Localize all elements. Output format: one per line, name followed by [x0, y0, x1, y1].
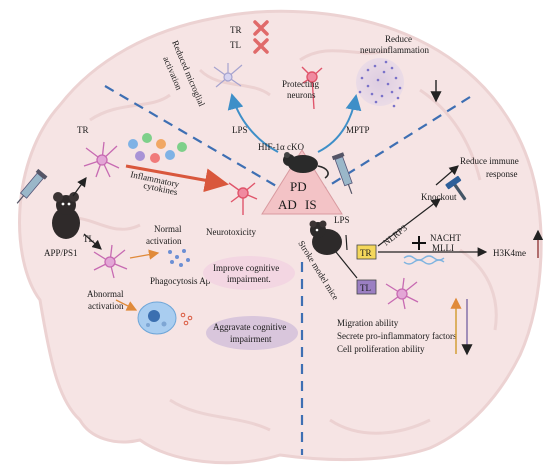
neuron-icon: [301, 66, 323, 110]
protecting-neurons-label-1: Protecting: [282, 79, 319, 89]
nacht-label: NACHT: [430, 233, 462, 243]
pd-tr-label: TR: [230, 25, 242, 35]
triangle-label-is: IS: [305, 197, 317, 212]
outcome-secrete-label: Secrete pro-inflammatory factors: [337, 331, 457, 341]
improve-ellipse: [203, 256, 295, 290]
normal-activation-label-2: activation: [146, 236, 182, 246]
abnormal-activation-arrow: [115, 299, 138, 311]
lps-arrow: [227, 93, 279, 153]
pd-tl-label: TL: [230, 40, 241, 50]
is-lps-label: LPS: [334, 215, 350, 225]
reduce-immune-label-1: Reduce immune: [460, 156, 519, 166]
phagocytosis-label: Phagocytosis Aβ: [150, 276, 211, 286]
abnormal-activation-label-2: activation: [88, 301, 124, 311]
ad-tr-arrow: [72, 177, 87, 197]
is-tl-arrow: [335, 251, 358, 279]
pd-mptp-label: MPTP: [346, 125, 370, 135]
is-tr-arrow: [345, 234, 348, 251]
protecting-neurons-label-2: neurons: [287, 90, 316, 100]
triangle-label-pd: PD: [290, 179, 307, 194]
microglia-icon: [385, 277, 419, 310]
pd-lps-label: LPS: [232, 125, 248, 135]
microglia-icon: [83, 141, 120, 178]
amyloid-particles-icon: [168, 249, 190, 267]
activated-microglia-icon: [137, 301, 177, 335]
ad-tr-label: TR: [77, 125, 89, 135]
normal-activation-arrow: [129, 249, 160, 260]
ad-tl-arrow: [83, 233, 102, 250]
brain-silhouette: [18, 9, 543, 465]
app-ps1-mouse-icon: [52, 192, 80, 239]
pd-model-label: HIF-1α cKO: [258, 142, 304, 152]
improve-label-1: Improve cognitive: [213, 263, 279, 273]
plus-icon: [412, 236, 426, 250]
mlli-label: MLLI: [432, 243, 454, 253]
h3k4me-label: H3K4me: [493, 248, 526, 258]
disease-triangle: PD AD IS: [261, 149, 343, 215]
reduce-neuroinflammation-label-1: Reduce: [385, 34, 412, 44]
improve-label-2: impairment.: [227, 274, 271, 284]
cross-mark-icon: [253, 38, 269, 54]
normal-activation-label-1: Normal: [154, 224, 182, 234]
neurotoxicity-label: Neurotoxicity: [206, 227, 256, 237]
stroke-mouse-icon: [309, 220, 342, 255]
cytokine-cloud-icon: [356, 58, 404, 108]
mouse-icon: [283, 152, 329, 179]
reduce-immune-label-2: response: [486, 169, 518, 179]
knockout-label: Knockout: [421, 192, 457, 202]
ad-section: TR Inflammatory cytokines Neuroto: [16, 125, 298, 350]
cytokine-balls-icon: [128, 133, 187, 163]
is-tl-label: TL: [360, 283, 371, 293]
aggravate-ellipse: [206, 316, 298, 350]
is-tr-label: TR: [360, 248, 372, 258]
microglia-icon: [213, 63, 243, 88]
aggravate-label-2: impairment: [230, 334, 272, 344]
outcome-proliferation-label: Cell proliferation ability: [337, 344, 425, 354]
dna-icon-strand: [403, 259, 445, 265]
mptp-arrow: [317, 94, 362, 153]
release-particles-icon: [180, 312, 193, 326]
is-section: LPS Stroke model mice TR TL Migration ab…: [296, 152, 544, 356]
cross-mark-icon: [253, 20, 269, 36]
ad-tl-label: TL: [83, 234, 94, 244]
neuron-icon: [228, 182, 258, 215]
syringe-icon: [331, 152, 353, 194]
reduce-neuroinflammation-label-2: neuroinflammation: [360, 45, 429, 55]
outcome-migration-label: Migration ability: [337, 318, 399, 328]
is-tr-badge: [356, 244, 377, 260]
is-tl-badge: [356, 279, 377, 295]
abnormal-activation-label-1: Abnormal: [87, 289, 124, 299]
microglia-icon: [93, 244, 128, 279]
triangle-label-ad: AD: [278, 197, 297, 212]
hammer-icon: [445, 175, 467, 201]
aggravate-label-1: Aggravate cognitive: [213, 322, 286, 332]
reduce-immune-arrow: [435, 165, 459, 186]
syringe-icon: [16, 168, 48, 204]
knockout-arrow: [377, 198, 441, 247]
app-ps1-label: APP/PS1: [44, 248, 78, 258]
cytokine-arrow: [125, 164, 229, 193]
